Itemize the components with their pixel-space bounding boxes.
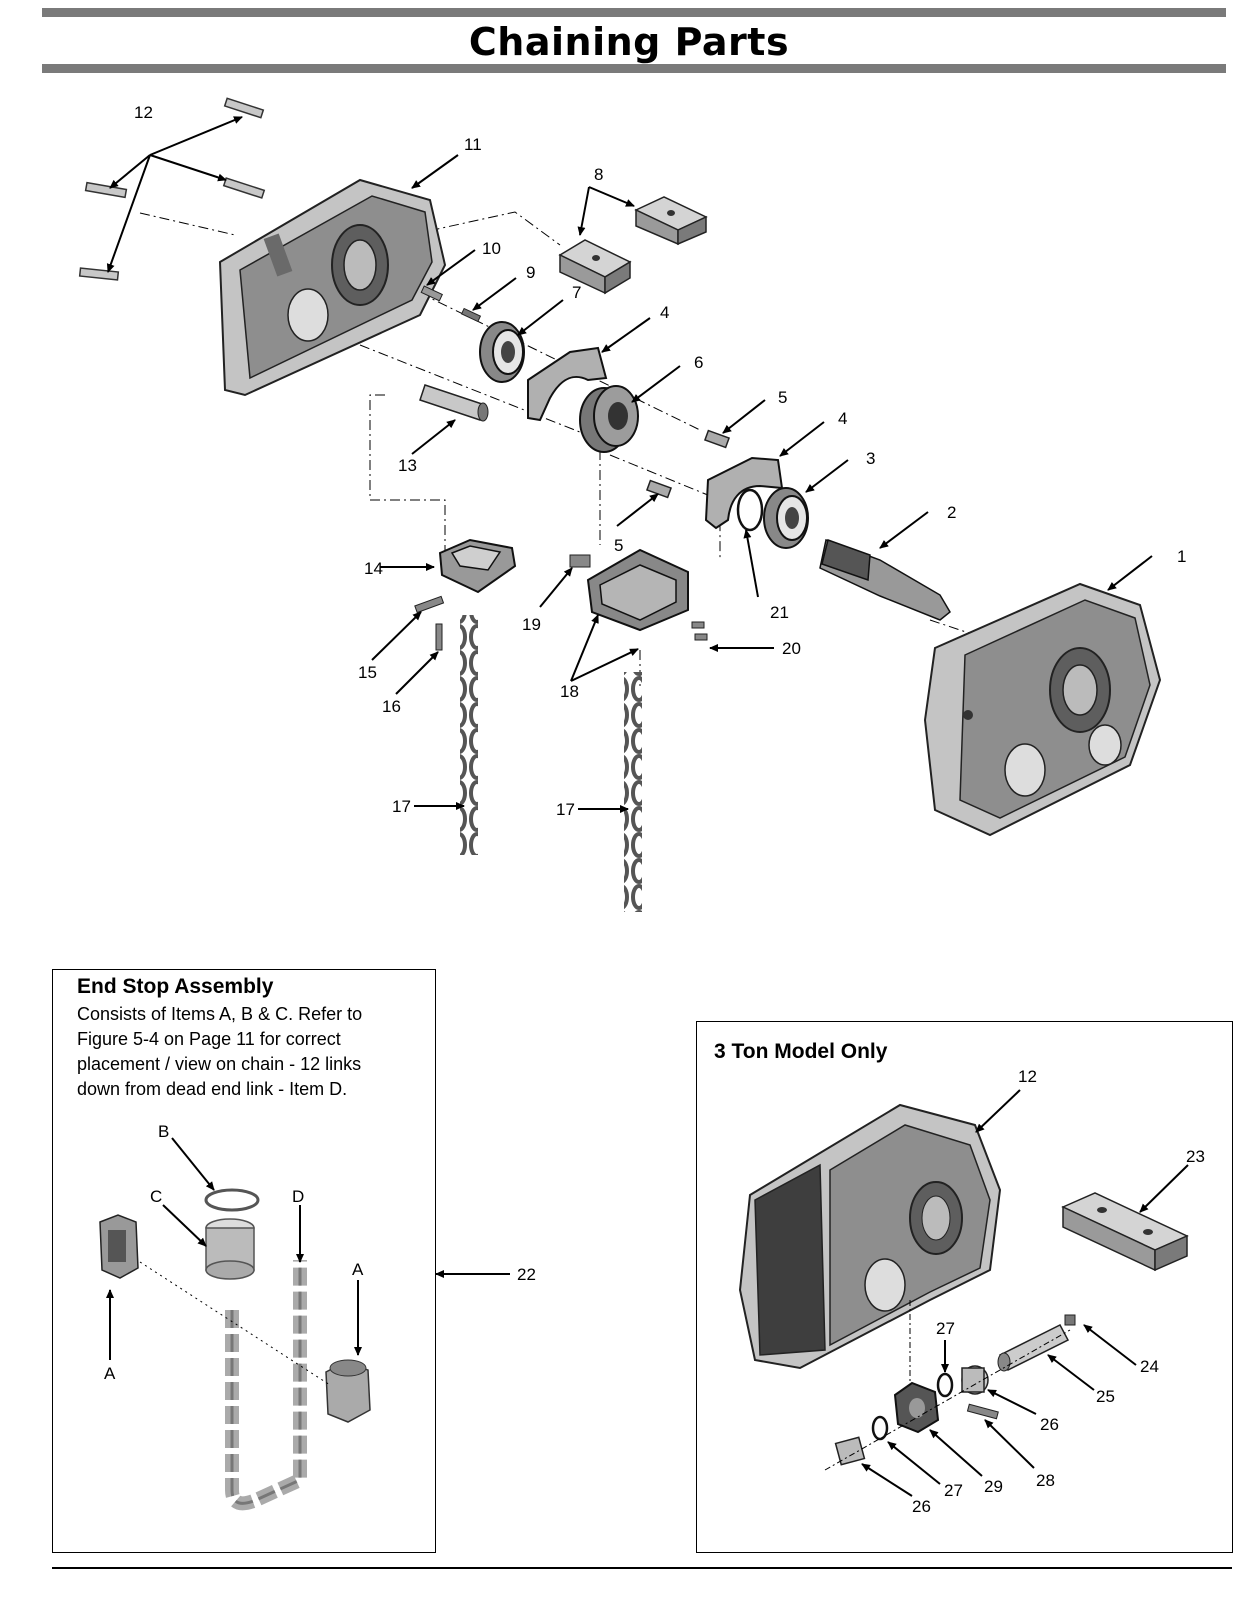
- pin-16: [435, 623, 443, 651]
- callout-14: 14: [364, 559, 383, 578]
- callout-16: 16: [382, 697, 401, 716]
- load-chain-17-right: [624, 672, 642, 912]
- end-stop-line-3: placement / view on chain - 12 links: [77, 1054, 362, 1074]
- screw-9: [460, 307, 482, 323]
- callout-B: B: [158, 1122, 169, 1141]
- callout-D: D: [292, 1187, 304, 1206]
- bushing-26-upper: [961, 1365, 989, 1395]
- shaft-25: [997, 1324, 1070, 1372]
- sprocket-29: [893, 1381, 940, 1434]
- callout-18: 18: [560, 682, 579, 701]
- callout-13: 13: [398, 456, 417, 475]
- load-chain-17-left: [460, 615, 478, 855]
- callout-4a: 4: [660, 303, 669, 322]
- callout-2: 2: [947, 503, 956, 522]
- three-ton-title: 3 Ton Model Only: [714, 1040, 888, 1063]
- bushing-26-lower: [834, 1436, 866, 1466]
- callout-C: C: [150, 1187, 162, 1206]
- callout-15: 15: [358, 663, 377, 682]
- retaining-ring-21: [736, 488, 764, 532]
- end-stop-line-4: down from dead end link - Item D.: [77, 1079, 348, 1099]
- callout-4b: 4: [838, 409, 847, 428]
- load-sheave-6: [579, 385, 639, 453]
- callout-24: 24: [1140, 1357, 1159, 1376]
- callout-21: 21: [770, 603, 789, 622]
- end-stop-description: Consists of Items A, B & C. Refer to Fig…: [77, 1002, 427, 1102]
- main-housing-1: [923, 582, 1162, 837]
- callout-26-lower: 26: [912, 1497, 931, 1516]
- three-ton-axis-2: [824, 1329, 1071, 1471]
- callout-17b: 17: [556, 800, 575, 819]
- callout-10: 10: [482, 239, 501, 258]
- stud-19: [569, 554, 591, 568]
- callout-3: 3: [866, 449, 875, 468]
- end-stop-figure: [99, 1188, 371, 1511]
- page-title: Chaining Parts: [468, 20, 790, 64]
- callout-17a: 17: [392, 797, 411, 816]
- callout-A-left: A: [104, 1364, 116, 1383]
- bearing-7: [479, 321, 525, 383]
- end-stop-title: End Stop Assembly: [77, 975, 274, 998]
- chain-guides-18: [586, 548, 689, 632]
- pinion-shaft-2: [819, 538, 951, 621]
- bracket-23: [1061, 1192, 1189, 1272]
- side-plate-4-right: [704, 456, 784, 530]
- ring-27-upper: [936, 1372, 954, 1398]
- end-stop-line-1: Consists of Items A, B & C. Refer to: [77, 1004, 363, 1024]
- shaft-pin-13: [419, 384, 489, 422]
- callout-29: 29: [984, 1477, 1003, 1496]
- chain-guide-14: [438, 538, 517, 594]
- three-ton-leaders: [861, 1089, 1189, 1497]
- callout-25: 25: [1096, 1387, 1115, 1406]
- callout-11: 11: [464, 135, 482, 154]
- callout-19: 19: [522, 615, 541, 634]
- callout-20: 20: [782, 639, 801, 658]
- nuts-20: [691, 621, 708, 641]
- callout-9: 9: [526, 263, 535, 282]
- studs-5: [645, 429, 731, 499]
- callout-12: 12: [134, 103, 153, 122]
- three-ton-box: [696, 1021, 1233, 1553]
- side-plate-4-left: [527, 346, 608, 422]
- pin-28: [966, 1403, 999, 1420]
- pin-10: [420, 285, 443, 302]
- blocks-8: [558, 196, 708, 295]
- fitting-24: [1064, 1314, 1076, 1326]
- title-underline-rule: [42, 64, 1226, 73]
- main-leaders: [106, 116, 1153, 1278]
- three-ton-housing-12: [738, 1103, 1002, 1370]
- callout-7: 7: [572, 283, 581, 302]
- ring-27-lower: [871, 1415, 889, 1441]
- side-housing-11: [218, 178, 447, 397]
- pin-15: [414, 595, 445, 614]
- callout-22: 22: [517, 1265, 536, 1284]
- callout-26-upper: 26: [1040, 1415, 1059, 1434]
- callout-6: 6: [694, 353, 703, 372]
- end-stop-line-2: Figure 5-4 on Page 11 for correct: [77, 1029, 341, 1049]
- callout-5b: 5: [614, 536, 623, 555]
- callout-A-right: A: [352, 1260, 364, 1279]
- three-ton-labels: 12 23 24 25 26 26 27 27 28 29: [912, 1067, 1205, 1516]
- end-stop-labels: A A B C D: [104, 1122, 364, 1383]
- end-stop-leaders: [106, 1137, 362, 1360]
- bearing-3: [763, 487, 809, 549]
- end-stop-box: [52, 969, 436, 1553]
- callout-8: 8: [594, 165, 603, 184]
- callout-28: 28: [1036, 1471, 1055, 1490]
- callout-27-lower: 27: [944, 1481, 963, 1500]
- main-callout-labels: 1 2 3 4 4 5 5 6 7 8 9 10 11 12 13 14 15 …: [134, 103, 1186, 1284]
- callout-27-upper: 27: [936, 1319, 955, 1338]
- callout-23: 23: [1186, 1147, 1205, 1166]
- callout-3t-12: 12: [1018, 1067, 1037, 1086]
- callout-1: 1: [1177, 547, 1186, 566]
- top-rule: [42, 8, 1226, 17]
- bolts-12: [78, 97, 266, 281]
- bottom-rule: [52, 1567, 1232, 1569]
- callout-5a: 5: [778, 388, 787, 407]
